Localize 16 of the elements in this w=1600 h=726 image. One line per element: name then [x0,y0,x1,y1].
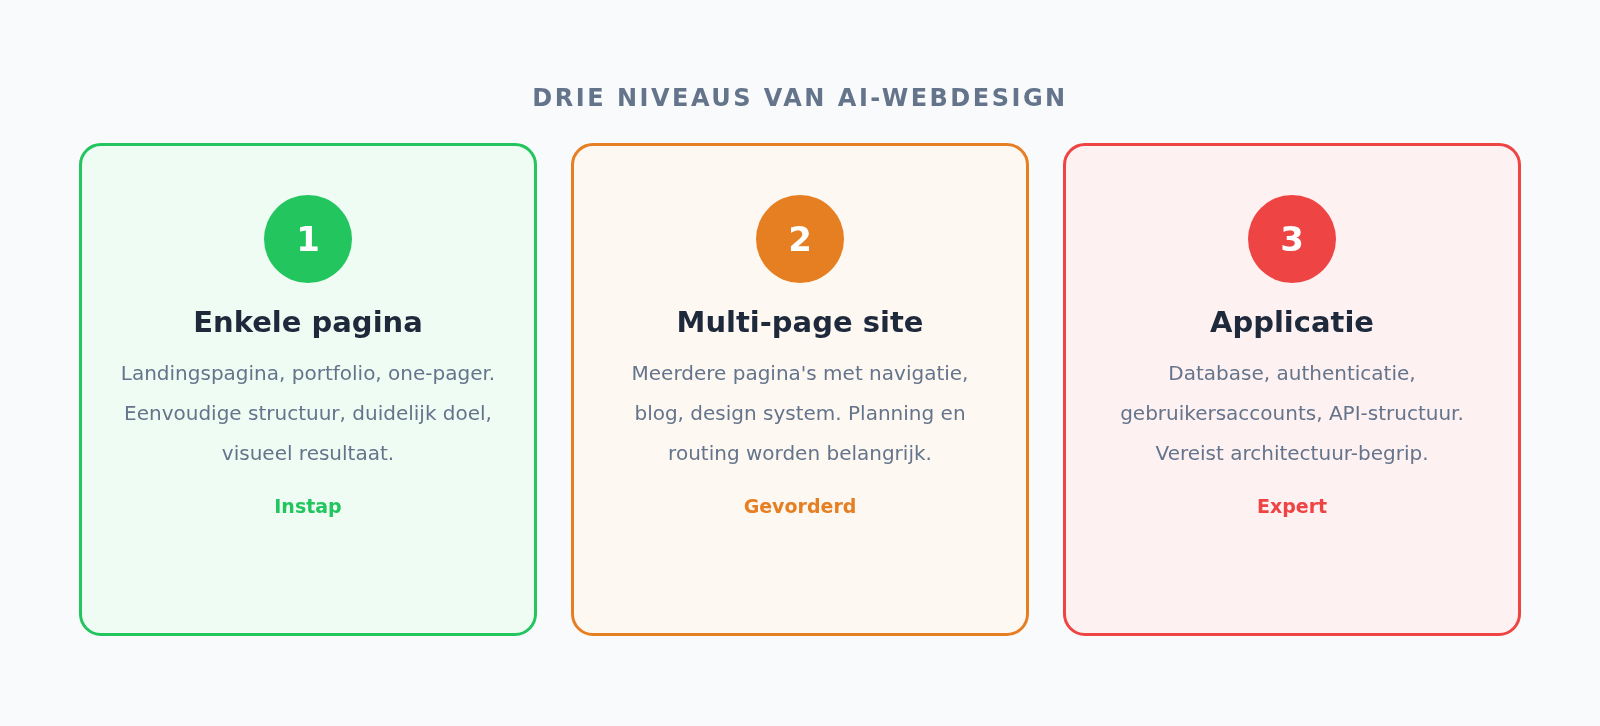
level-card [571,143,1029,636]
step-number: 1 [296,219,320,259]
card-heading: Applicatie [1209,305,1375,339]
card-heading: Enkele pagina [193,305,423,339]
card-description: Landingspagina, portfolio, one-pager. Eenvoudige structuur, duidelijk doel, visueel resultaat. [120,360,496,467]
level-label: Gevorderd [743,495,857,517]
step-number: 2 [788,219,812,259]
card-heading: Multi-page site [676,305,924,339]
card-description: Database, authenticatie, gebruikersaccounts, API-structuur. Vereist architectuur-begrip. [1119,360,1465,467]
step-number: 3 [1280,219,1304,259]
level-card [79,143,537,636]
level-label: Instap [274,495,342,517]
level-card [1063,143,1521,636]
level-label: Expert [1256,495,1328,517]
card-description: Meerdere pagina's met navigatie, blog, design system. Planning en routing worden belangrijk. [630,360,970,467]
diagram-title: DRIE NIVEAUS VAN AI-WEBDESIGN [532,84,1068,112]
